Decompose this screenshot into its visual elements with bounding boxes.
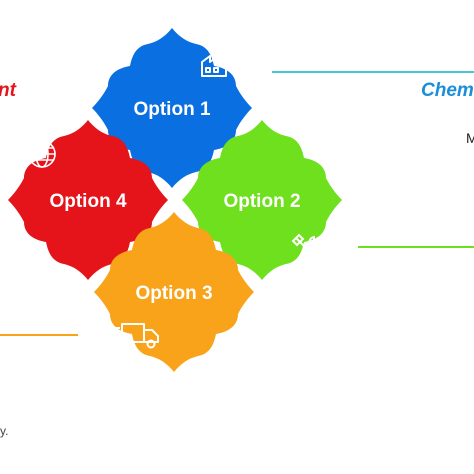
right-body-fragment: M [466, 130, 474, 146]
puzzle-piece-option-1: Option 1 [92, 28, 252, 188]
right-heading-fragment: Chemi [421, 80, 474, 101]
piece-label-option-3: Option 3 [135, 283, 212, 304]
connector-line-option-1 [272, 71, 474, 73]
piece-label-option-4: Option 4 [49, 191, 126, 212]
piece-label-option-1: Option 1 [133, 99, 210, 120]
connector-line-option-3 [0, 334, 78, 336]
puzzle-piece-option-3: Option 3 [94, 212, 254, 372]
puzzle-piece-option-2: Option 2 [182, 120, 342, 280]
factory-icon [201, 49, 227, 77]
left-heading-fragment: nt [0, 80, 16, 101]
puzzle-piece-option-4: Option 4 [8, 120, 168, 280]
piece-label-option-2: Option 2 [223, 191, 300, 212]
delivery-truck-icon [112, 323, 159, 349]
connector-line-option-2 [358, 246, 474, 248]
wrench-hammer-icon [291, 233, 323, 264]
globe-icon [28, 140, 56, 168]
bottom-text-fragment: y. [0, 424, 9, 438]
